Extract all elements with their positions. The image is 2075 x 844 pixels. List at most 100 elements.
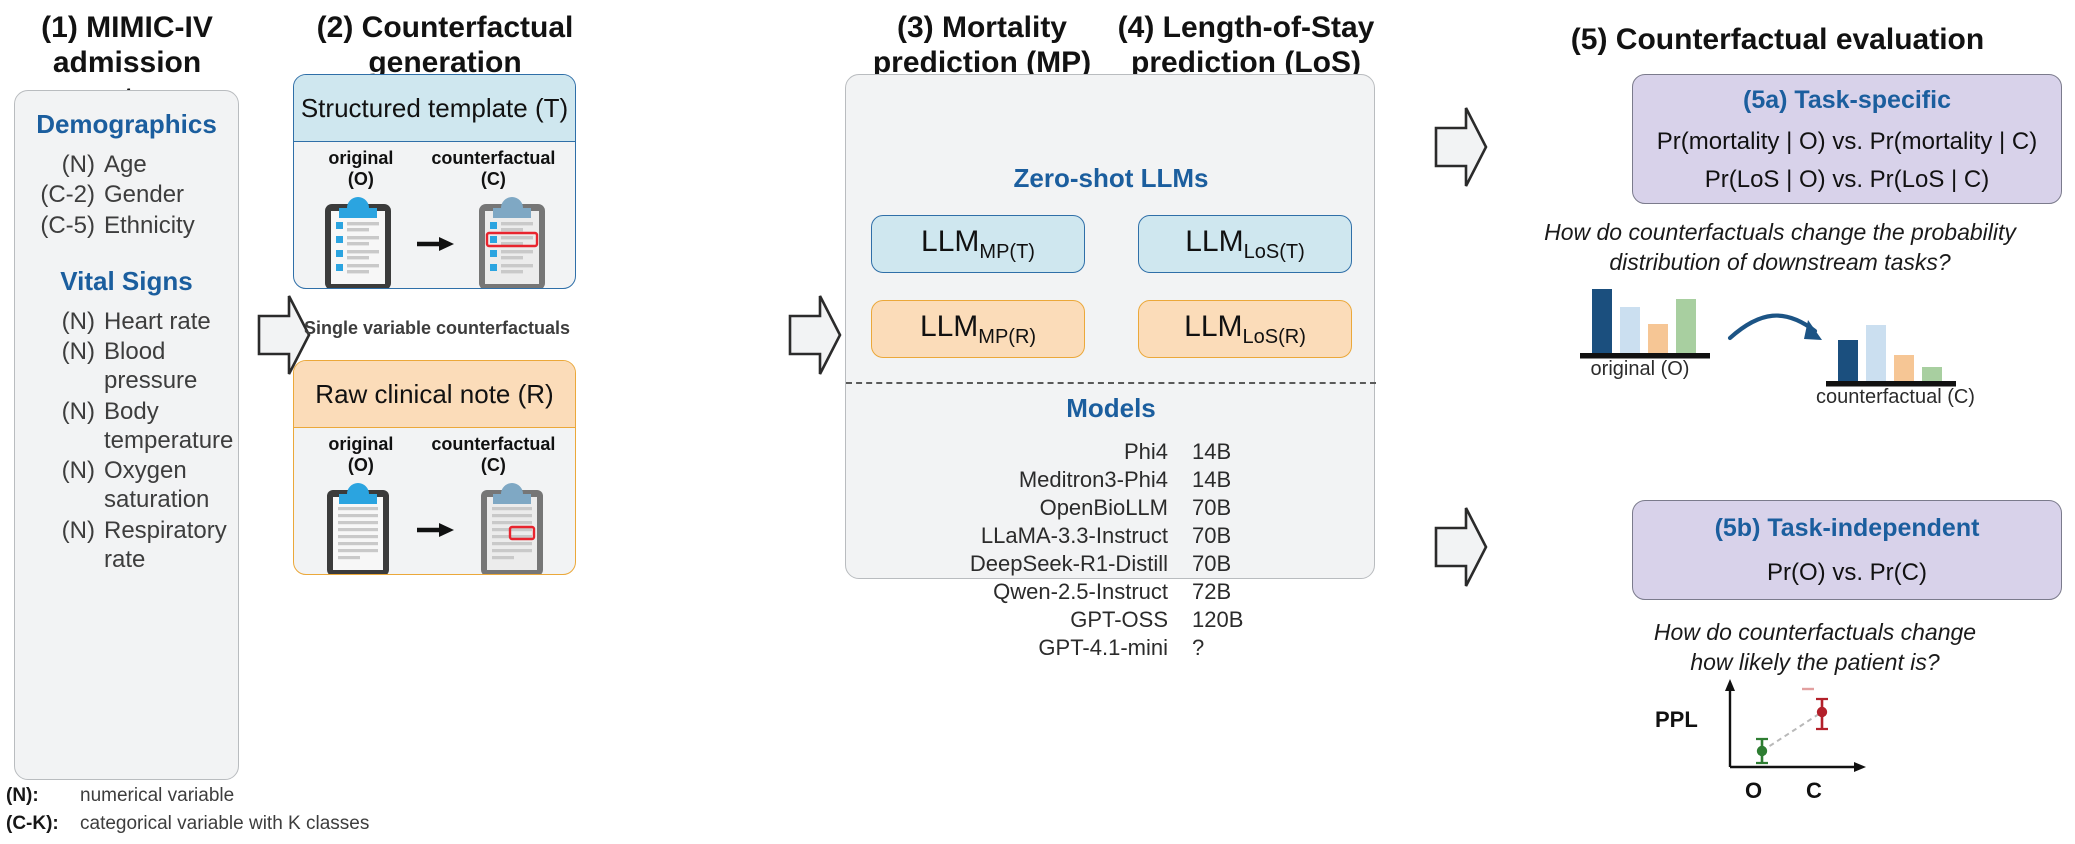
model-row: Phi4 14B xyxy=(846,438,1376,466)
model-size: ? xyxy=(1192,634,1205,660)
original-bars xyxy=(1580,289,1710,359)
llm-label: LLMMP(R) xyxy=(920,310,1036,349)
single-variable-counterfactuals-caption: Single variable counterfactuals xyxy=(303,318,571,338)
variable-tag: (C-2) xyxy=(40,181,95,209)
variable-tag: (C-5) xyxy=(40,211,95,239)
probability-shift-chart xyxy=(1580,289,1956,387)
model-name: DeepSeek-R1-Distill xyxy=(969,550,1168,576)
llm-box-mp-r[interactable]: LLMMP(R) xyxy=(871,300,1085,358)
llm-box-mp-t[interactable]: LLMMP(T) xyxy=(871,215,1085,273)
legend-row: (C-K): categorical variable with K class… xyxy=(6,810,426,838)
model-size: 72B xyxy=(1192,578,1232,604)
variable-name: Age xyxy=(104,151,147,178)
variable-tag: (N) xyxy=(61,397,95,425)
llm-sub: MP(R) xyxy=(978,325,1037,348)
structured-template-card: Structured template (T) original (O) cou… xyxy=(293,74,576,289)
variable-row: (N) Heart rate xyxy=(21,307,232,336)
llm-label: LLMLoS(R) xyxy=(1184,310,1306,349)
model-row: Meditron3-Phi4 14B xyxy=(846,466,1376,494)
panel-2-title: (2) Counterfactual generation xyxy=(316,11,574,80)
llm-sub: LoS(T) xyxy=(1243,240,1305,263)
models-list: Phi4 14B Meditron3-Phi4 14B OpenBioLLM 7… xyxy=(846,438,1376,662)
model-row: LLaMA-3.3-Instruct 70B xyxy=(846,522,1376,550)
clipboard-raw-original-icon xyxy=(326,483,389,574)
llm-box-los-t[interactable]: LLMLoS(T) xyxy=(1138,215,1352,273)
legend-text: numerical variable xyxy=(80,785,235,806)
original-label: original (O) xyxy=(328,434,394,476)
variable-row: (C-5) Ethnicity xyxy=(21,211,232,240)
llm-box-los-r[interactable]: LLMLoS(R) xyxy=(1138,300,1352,358)
model-name: OpenBioLLM xyxy=(1039,494,1168,520)
models-heading: Models xyxy=(1066,393,1156,423)
counterfactual-chart-label: counterfactual (C) xyxy=(1816,386,1975,408)
task-independent-card: (5b) Task-independent Pr(O) vs. Pr(C) xyxy=(1632,500,2062,600)
variable-name: Blood pressure xyxy=(104,338,198,395)
variable-tag: (N) xyxy=(61,338,95,366)
variable-tag: (N) xyxy=(61,457,95,485)
variable-type-legend: (N): numerical variable (C-K): categoric… xyxy=(6,782,426,837)
original-chart-label: original (O) xyxy=(1590,358,1690,380)
variable-name: Gender xyxy=(104,181,185,209)
variable-name: Ethnicity xyxy=(104,211,195,239)
variable-row: (N) Age xyxy=(21,150,232,179)
model-size: 120B xyxy=(1192,606,1244,632)
ppl-shift-chart xyxy=(1725,679,1866,772)
llm-label: LLMMP(T) xyxy=(921,225,1035,264)
variable-tag: (N) xyxy=(61,516,95,544)
flow-arrow-to-5a xyxy=(1434,107,1488,187)
variable-row: (N) Respiratory rate xyxy=(21,516,232,575)
clipboard-raw-counterfactual-icon xyxy=(480,483,543,574)
task-independent-heading: (5b) Task-independent xyxy=(1714,514,1980,542)
panel-4-title: (4) Length-of-Stay prediction (LoS) xyxy=(1117,11,1375,80)
model-size: 70B xyxy=(1192,494,1232,520)
llm-base: LLM xyxy=(921,224,980,258)
ppl-axis-label: PPL xyxy=(1655,707,1698,732)
model-name: Phi4 xyxy=(1123,439,1168,464)
section-divider xyxy=(846,382,1376,384)
llm-base: LLM xyxy=(1184,309,1243,343)
model-name: Meditron3-Phi4 xyxy=(1018,466,1168,492)
variable-name: Oxygen saturation xyxy=(104,457,210,514)
task-specific-question: How do counterfactuals change the probab… xyxy=(1544,219,2016,275)
counterfactual-label: counterfactual (C) xyxy=(431,148,556,190)
variable-row: (N) Oxygen saturation xyxy=(21,456,232,515)
zero-shot-llms-heading: Zero-shot LLMs xyxy=(1013,163,1209,193)
variable-name: Body temperature xyxy=(104,397,234,454)
model-row: OpenBioLLM 70B xyxy=(846,494,1376,522)
counterfactual-bars xyxy=(1826,325,1956,387)
model-row: GPT-OSS 120B xyxy=(846,606,1376,634)
variable-name: Heart rate xyxy=(104,307,211,335)
raw-clinical-note-card: Raw clinical note (R) original (O) count… xyxy=(293,360,576,575)
variable-row: (N) Blood pressure xyxy=(21,337,232,396)
model-size: 70B xyxy=(1192,550,1232,576)
flow-arrow-to-5b xyxy=(1434,507,1488,587)
clipboard-structured-original-icon xyxy=(324,197,391,288)
model-size: 70B xyxy=(1192,522,1232,548)
variable-name: Respiratory rate xyxy=(104,516,227,573)
model-name: GPT-4.1-mini xyxy=(1038,634,1168,660)
ppl-xtick-o: O xyxy=(1745,778,1763,803)
flow-arrow-1-to-2 xyxy=(257,295,311,375)
section-heading-vital-signs: Vital Signs xyxy=(60,265,193,296)
llm-sub: LoS(R) xyxy=(1242,325,1306,348)
ppl-xtick-c: C xyxy=(1806,778,1822,803)
model-row: Qwen-2.5-Instruct 72B xyxy=(846,578,1376,606)
task-independent-formula: Pr(O) vs. Pr(C) xyxy=(1767,559,1927,586)
llm-label: LLMLoS(T) xyxy=(1185,225,1304,264)
variable-row: (N) Body temperature xyxy=(21,397,234,456)
legend-key: (C-K): xyxy=(6,812,59,834)
task-specific-heading: (5a) Task-specific xyxy=(1743,86,1951,114)
panel-1-card: Demographics (N) Age (C-2) Gender (C-5) … xyxy=(14,90,239,780)
model-size: 14B xyxy=(1192,439,1232,464)
model-size: 14B xyxy=(1192,466,1232,492)
raw-clinical-note-header: Raw clinical note (R) xyxy=(294,361,575,428)
model-name: GPT-OSS xyxy=(1070,606,1168,632)
legend-text: categorical variable with K classes xyxy=(80,812,370,834)
structured-template-header: Structured template (T) xyxy=(294,75,575,142)
llm-base: LLM xyxy=(919,309,979,343)
llm-sub: MP(T) xyxy=(979,240,1035,263)
section-heading-demographics: Demographics xyxy=(36,109,217,139)
legend-key: (N): xyxy=(6,785,39,806)
original-label: original (O) xyxy=(328,148,394,190)
variable-tag: (N) xyxy=(61,151,95,178)
